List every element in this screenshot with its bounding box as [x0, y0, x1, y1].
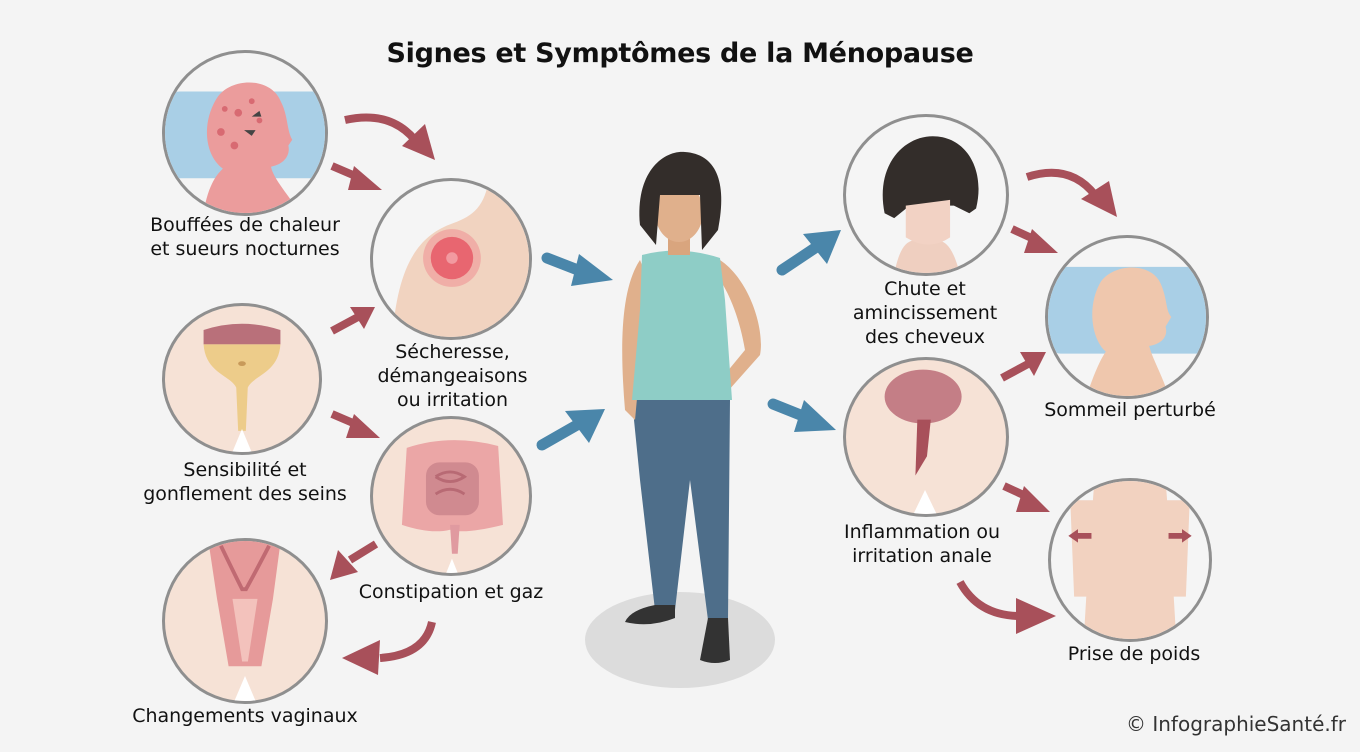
dryness-illustration	[370, 178, 532, 340]
weight-gain-illustration	[1048, 478, 1212, 642]
woman-figure	[585, 151, 775, 688]
shoulder-irritation-icon	[392, 181, 529, 337]
hair-loss-label: Chute et amincissement des cheveux	[835, 277, 1015, 349]
vaginal-anatomy-icon	[208, 541, 281, 701]
hot-flashes-label: Bouffées de chaleur et sueurs nocturnes	[135, 213, 355, 261]
label-line: Prise de poids	[1067, 643, 1201, 665]
anal-irritation-illustration	[843, 357, 1009, 517]
label-line: des cheveux	[864, 326, 986, 348]
label-line: irritation anale	[852, 545, 992, 567]
vaginal-illustration	[162, 538, 328, 704]
arrow-left-down-icon	[330, 540, 379, 580]
page-title: Signes et Symptômes de la Ménopause	[386, 38, 974, 69]
label-line: Constipation et gaz	[358, 581, 544, 603]
label-line: démangeaisons	[377, 365, 528, 387]
body-torso-icon	[1068, 481, 1192, 639]
head-with-fever-icon	[165, 82, 325, 213]
rectum-icon	[884, 369, 962, 514]
label-line: Changements vaginaux	[132, 705, 358, 727]
arrow-right-up-icon	[330, 307, 375, 335]
curved-arrow-icon	[344, 113, 435, 160]
arrow-right-up-icon	[1000, 352, 1046, 382]
curved-arrow-icon	[1025, 168, 1117, 217]
label-line: Chute et	[884, 278, 966, 300]
bladder-icon	[203, 323, 281, 452]
label-line: Inflammation ou	[843, 521, 1001, 543]
label-line: Sécheresse,	[395, 341, 510, 363]
label-line: Bouffées de chaleur	[150, 214, 340, 236]
sleeping-head-icon	[1048, 266, 1206, 396]
sleep-label: Sommeil perturbé	[1030, 398, 1230, 422]
copyright-credit: © InfographieSanté.fr	[1125, 712, 1346, 736]
sleep-illustration	[1045, 235, 1209, 399]
dryness-label: Sécheresse, démangeaisons ou irritation	[355, 340, 550, 412]
label-line: Sommeil perturbé	[1044, 399, 1216, 421]
curved-arrow-icon	[956, 579, 1056, 634]
floor-shadow	[585, 592, 775, 688]
arrow-right-down-icon	[1010, 225, 1058, 253]
hair-loss-illustration	[843, 114, 1009, 276]
arrow-right-down-icon	[330, 410, 380, 438]
weight-gain-label: Prise de poids	[1050, 642, 1218, 666]
arrow-to-figure-icon	[541, 252, 613, 286]
label-line: Sensibilité et	[183, 459, 307, 481]
breast-label: Sensibilité et gonflement des seins	[130, 458, 360, 506]
curved-arrow-left-icon	[342, 620, 436, 675]
arrow-right-down-icon	[1002, 482, 1050, 512]
vaginal-label: Changements vaginaux	[110, 704, 380, 728]
arrow-from-figure-icon	[776, 230, 841, 276]
woman-head-hair-icon	[882, 136, 979, 273]
arrow-right-down-icon	[330, 162, 382, 190]
arrow-to-figure-icon	[536, 409, 605, 451]
breast-illustration	[162, 303, 322, 455]
label-line: et sueurs nocturnes	[150, 238, 340, 260]
anal-irritation-label: Inflammation ou irritation anale	[822, 520, 1022, 568]
intestines-icon	[401, 440, 503, 573]
hot-flashes-illustration	[162, 50, 328, 216]
arrow-from-figure-icon	[767, 398, 836, 432]
constipation-label: Constipation et gaz	[340, 580, 562, 604]
constipation-illustration	[370, 416, 532, 576]
label-line: gonflement des seins	[143, 483, 347, 505]
label-line: ou irritation	[396, 389, 509, 411]
label-line: amincissement	[852, 302, 998, 324]
